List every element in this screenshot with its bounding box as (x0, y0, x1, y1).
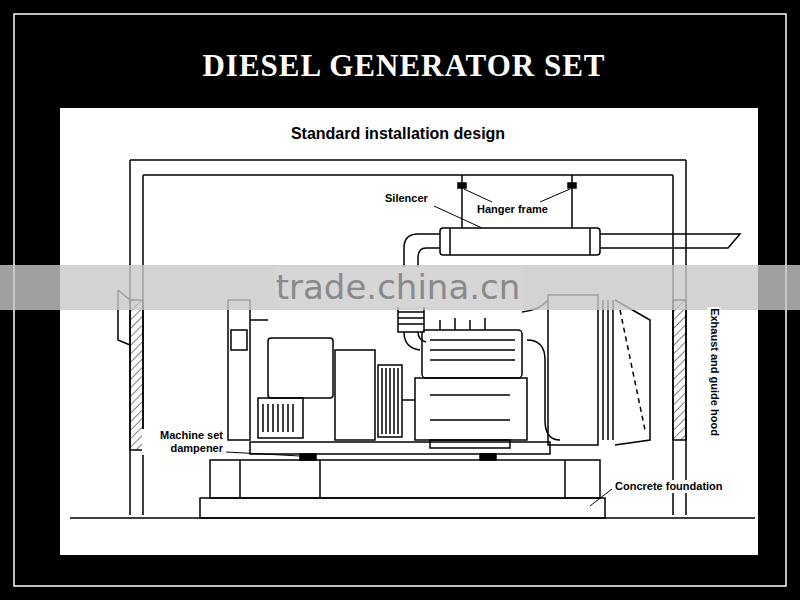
alternator (258, 338, 415, 440)
alternator (258, 398, 303, 438)
watermark-band (0, 265, 800, 310)
foundation (200, 460, 605, 518)
foundation (240, 460, 565, 498)
alternator (268, 338, 333, 398)
design-heading: Standard installation design (291, 125, 505, 143)
alternator (382, 368, 398, 434)
alternator (402, 399, 415, 401)
radiator (548, 295, 598, 445)
room-walls (130, 300, 143, 450)
leader-line (434, 206, 482, 228)
leader-line (226, 189, 612, 506)
part-label: Machine set dampener (142, 429, 224, 455)
exhaust-system (450, 228, 590, 255)
control-panel (250, 319, 268, 321)
foundation (200, 498, 605, 518)
alternator (378, 365, 402, 437)
white-panel (60, 108, 758, 555)
radiator (620, 310, 645, 430)
base-frame (250, 442, 550, 454)
engine (430, 395, 510, 420)
hanger-frame (568, 183, 576, 188)
control-panel (231, 330, 247, 350)
leader-line (226, 452, 300, 456)
base-frame (480, 454, 496, 460)
leader-line (464, 189, 570, 202)
hanger-frame (462, 175, 572, 228)
engine (415, 300, 560, 448)
alternator (263, 404, 293, 432)
room-walls (130, 160, 686, 515)
control-panel (228, 300, 268, 440)
leader-line (590, 489, 612, 506)
part-label: Concrete foundation (614, 480, 724, 493)
engine (430, 318, 515, 360)
engine (430, 440, 510, 448)
hanger-frame (458, 183, 466, 188)
page-title: DIESEL GENERATOR SET (202, 48, 605, 84)
radiator (603, 300, 613, 440)
part-label: Hanger frame (476, 203, 549, 216)
radiator (548, 295, 650, 445)
engine (527, 340, 560, 440)
exhaust-system (600, 234, 740, 248)
base-frame (300, 454, 316, 460)
watermark: trade.china.cn (274, 267, 523, 307)
exhaust-system (440, 228, 600, 255)
alternator (335, 350, 375, 440)
part-label: Silencer (384, 192, 429, 205)
engine (422, 330, 522, 378)
hanger-frame (458, 175, 576, 228)
room-walls (673, 300, 686, 440)
part-label: Exhaust and guide hood (708, 307, 721, 437)
engine (415, 378, 527, 440)
foundation (210, 460, 600, 498)
radiator (615, 300, 650, 445)
base-frame (250, 442, 550, 460)
room-walls (70, 160, 755, 518)
control-panel (228, 300, 250, 440)
